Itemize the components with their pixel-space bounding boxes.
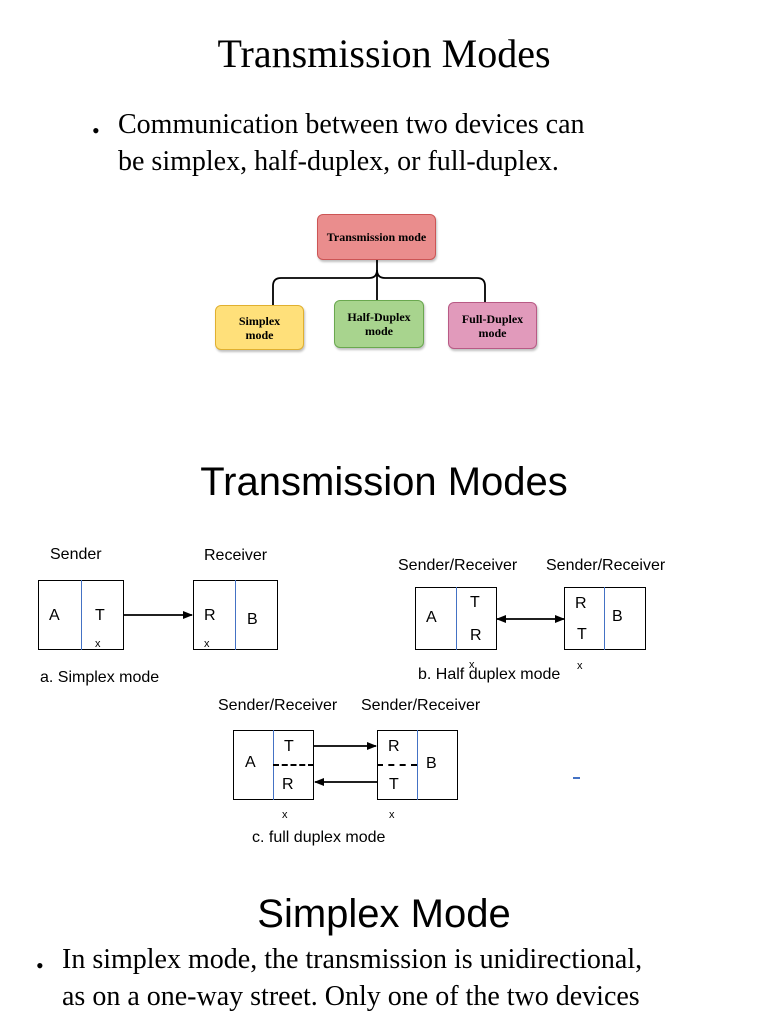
slide2-title: Transmission Modes — [200, 460, 568, 504]
full-right-b: B — [426, 755, 437, 772]
half-left-a: A — [426, 609, 437, 626]
tree-root-label: Transmission mode — [326, 230, 427, 244]
simplex-receiver-label: Receiver — [204, 547, 268, 564]
bullet-dot: • — [92, 118, 100, 143]
full-left-x: x — [282, 809, 288, 821]
half-left-label: Sender/Receiver — [398, 557, 518, 574]
slide1-bullet: Communication between two devices can be… — [118, 106, 718, 180]
tree-half-duplex-node: Half-Duplex mode — [334, 300, 424, 348]
simplex-sender-divider — [81, 580, 82, 650]
bullet-dot: • — [36, 953, 44, 978]
slide1-title: Transmission Modes — [217, 31, 551, 76]
mode-arrows — [124, 611, 580, 786]
full-caption: c. full duplex mode — [252, 829, 386, 846]
half-right-r: R — [575, 595, 587, 612]
half-right-t: T — [577, 626, 587, 643]
full-left-label: Sender/Receiver — [218, 697, 338, 714]
full-right-label: Sender/Receiver — [361, 697, 481, 714]
half-left-r: R — [470, 627, 482, 644]
tree-half-duplex-label: Half-Duplex mode — [347, 310, 411, 338]
simplex-receiver-divider — [235, 580, 236, 650]
tree-connectors — [272, 258, 486, 305]
full-right-x: x — [389, 809, 395, 821]
full-left-t: T — [284, 738, 294, 755]
slide3-line2: as on a one-way street. Only one of the … — [62, 981, 640, 1012]
tree-root-node: Transmission mode — [317, 214, 436, 260]
slide3-line1: In simplex mode, the transmission is uni… — [62, 944, 643, 975]
simplex-left-x: x — [95, 638, 101, 650]
full-right-r: R — [388, 738, 400, 755]
simplex-right-b: B — [247, 611, 258, 628]
full-left-r: R — [282, 776, 294, 793]
half-left-x: x — [469, 659, 475, 671]
half-left-t: T — [470, 594, 480, 611]
simplex-caption: a. Simplex mode — [40, 669, 160, 686]
slide3-title: Simplex Mode — [257, 892, 511, 936]
full-left-a: A — [245, 754, 256, 771]
tree-full-duplex-label: Full-Duplex mode — [461, 311, 524, 340]
tree-full-duplex-node: Full-Duplex mode — [448, 302, 537, 349]
tree-simplex-label: Simplex mode — [238, 313, 281, 342]
simplex-left-a: A — [49, 607, 60, 624]
simplex-left-t: T — [95, 607, 105, 624]
full-left-dash — [273, 764, 314, 766]
full-right-t: T — [389, 776, 399, 793]
half-right-label: Sender/Receiver — [546, 557, 666, 574]
full-right-divider — [417, 730, 418, 800]
simplex-right-x: x — [204, 638, 210, 650]
tree-simplex-node: Simplex mode — [215, 305, 304, 350]
half-right-divider — [604, 587, 605, 650]
half-right-x: x — [577, 660, 583, 672]
slide1-bullet-line1: Communication between two devices can — [118, 109, 585, 140]
slide1-bullet-line2: be simplex, half-duplex, or full-duplex. — [118, 146, 559, 177]
slide3-body: In simplex mode, the transmission is uni… — [62, 941, 762, 1015]
simplex-right-r: R — [204, 607, 216, 624]
half-left-divider — [456, 587, 457, 650]
half-right-b: B — [612, 608, 623, 625]
simplex-sender-label: Sender — [50, 546, 102, 563]
half-caption: b. Half duplex mode — [418, 666, 561, 683]
full-right-dash — [377, 764, 417, 766]
